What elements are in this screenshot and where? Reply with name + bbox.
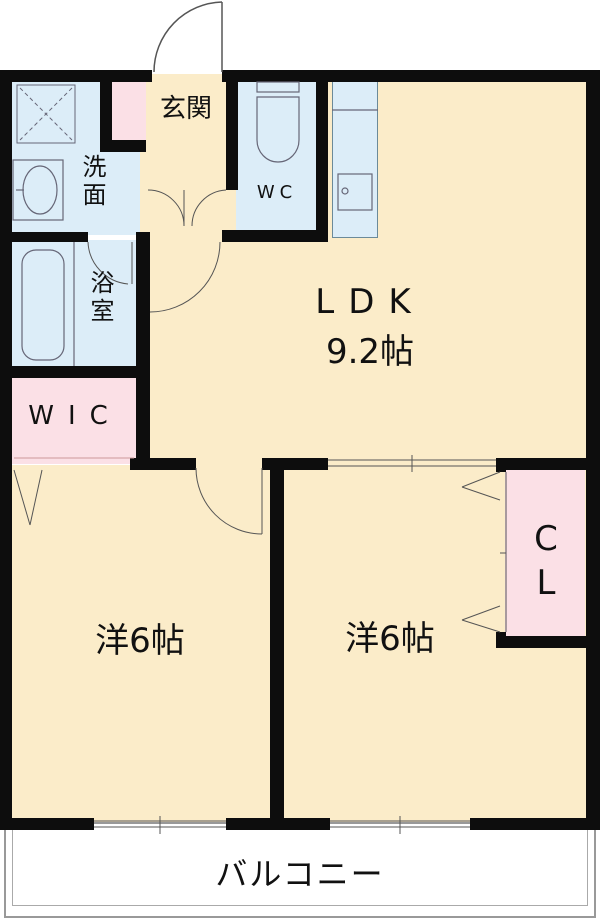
balcony-window-right-icon — [330, 816, 470, 834]
wall-shoe-left — [100, 80, 112, 152]
wall-bottom-3 — [470, 818, 600, 830]
wall-closet-left-top — [496, 458, 506, 472]
stove-icon — [332, 109, 378, 211]
sliding-door-ldk-icon — [328, 455, 496, 472]
wc-room — [236, 80, 318, 232]
western-left-label: 洋6帖 — [95, 621, 185, 661]
closet-label-c: C — [534, 519, 558, 559]
wall-bottom-1 — [0, 818, 94, 830]
wall-mid-2 — [496, 458, 596, 470]
wall-wc-bottom — [222, 230, 328, 242]
wall-wic-bottom — [130, 458, 196, 470]
ldk-size-label: 9.2帖 — [325, 332, 415, 372]
wall-outer-left — [0, 70, 12, 830]
bathtub-icon — [21, 242, 75, 366]
entrance-door-icon — [153, 1, 223, 73]
wall-shoe-bottom — [100, 140, 146, 152]
bathroom-room — [12, 240, 138, 367]
ldk-door-icon — [149, 241, 221, 313]
ldk-label: LDK — [315, 282, 425, 322]
balcony-window-left-icon — [94, 816, 226, 834]
wall-bath-right — [136, 232, 150, 467]
entrance-label: 玄関 — [159, 94, 212, 124]
wic-label: WIC — [28, 401, 122, 431]
entrance-room — [145, 74, 227, 236]
bath-door-icon — [87, 241, 133, 285]
western-room-left — [12, 465, 274, 823]
wall-rooms-divider — [270, 458, 284, 830]
wall-wash-bottom — [0, 232, 88, 242]
washroom-label: 洗面 — [78, 154, 106, 210]
closet-room — [505, 470, 585, 638]
wall-bath-bottom — [0, 366, 150, 378]
sink-icon — [12, 159, 64, 221]
wc-label: WC — [256, 182, 298, 203]
closet-door-icon — [461, 471, 507, 633]
western-left-door-icon — [195, 467, 263, 535]
western-right-label: 洋6帖 — [345, 619, 435, 659]
wash-door-icon — [147, 189, 227, 227]
balcony-label: バルコニー — [215, 855, 385, 893]
wall-closet-bottom — [496, 636, 596, 648]
wic-door-icon — [13, 457, 134, 526]
bathroom-label: 浴室 — [86, 270, 114, 326]
balcony-inner-line — [12, 826, 588, 906]
closet-label-l: L — [536, 563, 556, 603]
washing-machine-pan-icon — [16, 84, 76, 144]
toilet-icon — [256, 81, 300, 163]
wall-outer-top-left — [0, 70, 152, 82]
wall-closet-left-bottom — [496, 632, 506, 648]
wall-wc-right — [316, 80, 328, 242]
shoe-cabinet — [110, 82, 146, 140]
wall-entrance-right — [226, 80, 238, 190]
balcony-area — [4, 822, 596, 918]
wall-outer-top-right — [222, 70, 600, 82]
wic-room — [12, 378, 138, 464]
